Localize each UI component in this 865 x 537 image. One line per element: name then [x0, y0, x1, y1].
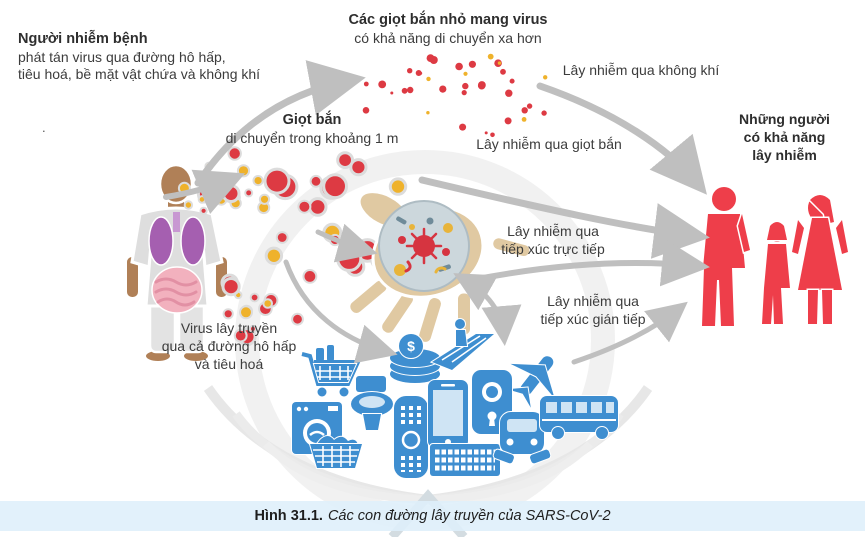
- label-indirect-contact: Lây nhiễm qua tiếp xúc gián tiếp: [540, 293, 646, 327]
- family-icon: [700, 185, 850, 328]
- bus-icon: [539, 395, 619, 440]
- label-infected-person-title: Người nhiễm bệnh: [18, 31, 148, 47]
- label-both-routes: Virus lây truyền qua cả đường hô hấp và …: [161, 320, 297, 372]
- caption-text: Các con đường lây truyền của SARS-CoV-2: [327, 508, 611, 524]
- germs-detail-icon: [378, 200, 470, 292]
- family-child: [760, 220, 792, 326]
- infected-person-icon: [125, 163, 229, 363]
- figure-caption: Hình 31.1. Các con đường lây truyền của …: [0, 501, 865, 531]
- caption-number: Hình 31.1.: [254, 508, 323, 524]
- remote-control-icon: [393, 395, 429, 479]
- virus-droplet-cloud-icon: [362, 53, 548, 138]
- label-airborne-transmission: Lây nhiễm qua không khí: [562, 62, 720, 78]
- label-small-droplets: Các giọt bắn nhỏ mang virus có khả năng …: [348, 12, 548, 46]
- arrow-droplets-to-family: [418, 176, 710, 259]
- smartphone-icon: [427, 379, 469, 449]
- coins-icon: $: [389, 333, 441, 384]
- arrow-droplets-to-objects: [283, 259, 398, 364]
- arrow-droplets-to-hand: [315, 223, 378, 263]
- keyboard-icon: [429, 443, 501, 477]
- arrow-airborne-to-family: [536, 82, 707, 195]
- virus-droplets-digestive-icon: [220, 273, 304, 347]
- shopping-cart-icon: [301, 344, 362, 398]
- stray-dot: .: [42, 120, 46, 135]
- arrow-exhale-to-droplets: [163, 169, 246, 215]
- label-droplet-transmission: Lây nhiễm qua giọt bắn: [476, 136, 622, 152]
- escalator-icon: [429, 318, 497, 372]
- contaminated-objects: $: [291, 318, 619, 479]
- arrow-hand-objects: [453, 273, 522, 346]
- label-droplet-range: Giọt bắn di chuyển trong khoảng 1 m: [225, 112, 399, 146]
- label-direct-contact: Lây nhiễm qua tiếp xúc trực tiếp: [501, 223, 605, 257]
- svg-text:$: $: [407, 338, 415, 354]
- label-susceptible-people: Những người có khả năng lây nhiễm: [739, 111, 830, 163]
- contaminated-hand-icon: [347, 190, 533, 345]
- train-icon: [492, 411, 552, 465]
- label-infected-person: Người nhiễm bệnh phát tán virus qua đườn…: [18, 30, 290, 84]
- airplane-icon: [506, 355, 556, 409]
- family-man: [700, 185, 752, 328]
- toilet-icon: [350, 375, 394, 431]
- transmission-arrows: [163, 60, 710, 365]
- laundry-basket-icon: [308, 435, 364, 469]
- arrow-exhale-to-cloud: [194, 60, 366, 187]
- family-woman: [790, 192, 850, 326]
- arrow-objects-to-family: [571, 301, 688, 365]
